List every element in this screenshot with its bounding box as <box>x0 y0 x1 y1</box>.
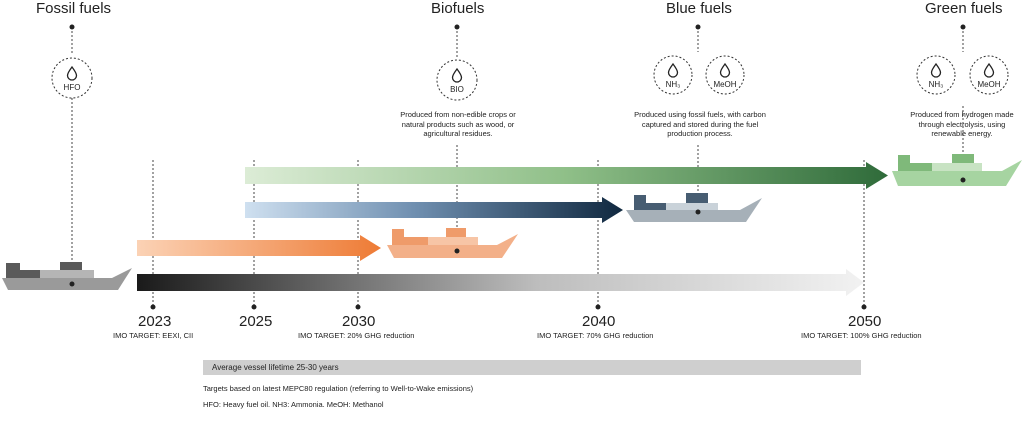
fuel-drop-icons <box>66 63 995 83</box>
title-connectors <box>71 27 964 57</box>
bio-fuel-arrow <box>137 235 381 261</box>
target-2023: IMO TARGET: EEXI, CII <box>113 331 194 340</box>
blue-fuels-description: Produced using fossil fuels, with carbon… <box>634 110 766 138</box>
blue-nh3-label: NH₃ <box>665 80 681 89</box>
regulation-footnote: Targets based on latest MEPC80 regulatio… <box>203 384 474 393</box>
biofuels-title: Biofuels <box>431 0 485 17</box>
bio-label: BIO <box>450 85 464 94</box>
year-2030: 2030 <box>342 313 376 330</box>
blue-meoh-label: MeOH <box>713 80 737 89</box>
blue-ship <box>626 193 762 222</box>
target-2040: IMO TARGET: 70% GHG reduction <box>537 331 654 340</box>
vessel-lifetime-bar: Average vessel lifetime 25-30 years <box>203 360 861 375</box>
hfo-label: HFO <box>63 83 81 92</box>
fossil-fuels-title: Fossil fuels <box>36 0 112 17</box>
fuel-icon-circles <box>51 55 1009 101</box>
ship-dots <box>69 177 966 287</box>
green-fuel-arrow <box>245 162 888 189</box>
year-2023: 2023 <box>138 313 172 330</box>
green-ship <box>892 154 1022 186</box>
target-2030: IMO TARGET: 20% GHG reduction <box>298 331 415 340</box>
green-fuels-title: Green fuels <box>925 0 1003 17</box>
target-2050: IMO TARGET: 100% GHG reduction <box>801 331 922 340</box>
green-fuels-description: Produced from hydrogen made through elec… <box>910 110 1014 138</box>
year-2025: 2025 <box>239 313 273 330</box>
blue-fuel-arrow <box>245 197 623 223</box>
fossil-fuel-arrow <box>137 269 864 296</box>
fossil-ship <box>2 262 132 290</box>
biofuels-description: Produced from non-edible crops or natura… <box>400 110 516 138</box>
year-lines <box>152 160 865 307</box>
green-meoh-label: MeOH <box>977 80 1001 89</box>
year-2050: 2050 <box>848 313 882 330</box>
title-dots <box>69 24 966 30</box>
bio-ship <box>387 228 518 258</box>
abbreviations-footnote: HFO: Heavy fuel oil. NH3: Ammonia. MeOH:… <box>203 400 384 409</box>
year-2040: 2040 <box>582 313 616 330</box>
blue-fuels-title: Blue fuels <box>666 0 732 17</box>
green-nh3-label: NH₃ <box>928 80 944 89</box>
year-dots <box>150 304 867 310</box>
